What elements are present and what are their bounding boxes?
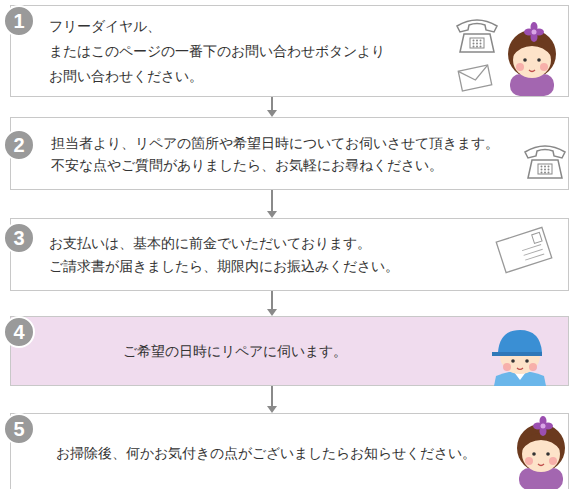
step-number: 2 xyxy=(13,135,24,155)
postcard-icon xyxy=(496,227,552,272)
step-box: 4 ご希望の日時にリペアに伺います。 xyxy=(10,316,569,386)
step-number-circle: 5 xyxy=(3,413,35,445)
girl-illustration xyxy=(508,22,556,96)
step-number-circle: 2 xyxy=(3,129,35,161)
step-text: 担当者より、リペアの箇所や希望日時についてお伺いさせて頂きます。 不安な点やご質… xyxy=(51,132,531,176)
step-text: お支払いは、基本的に前金でいただいております。 ご請求書が届きましたら、期限内に… xyxy=(49,232,439,278)
step-number-circle: 1 xyxy=(3,5,35,37)
envelope-icon xyxy=(458,65,492,91)
step-number-circle: 4 xyxy=(3,316,35,348)
step-box: 3 お支払いは、基本的に前金でいただいております。 ご請求書が届きましたら、期限内… xyxy=(10,218,569,291)
phone-icon xyxy=(457,20,497,52)
girl-illustration xyxy=(517,416,565,489)
flow-arrow xyxy=(267,386,277,413)
step-number: 3 xyxy=(13,228,24,248)
step-text: ご希望の日時にリペアに伺います。 xyxy=(123,340,347,363)
step-box: 1 フリーダイヤル、 またはこのページの一番下のお問い合わせボタンより お問い合わ… xyxy=(10,5,569,97)
step-number-circle: 3 xyxy=(3,222,35,254)
boy-illustration xyxy=(492,330,546,386)
step-text: お掃除後、何かお気付きの点がございましたらお知らせください。 xyxy=(56,442,476,465)
step-number: 4 xyxy=(13,322,24,342)
step-number: 5 xyxy=(13,419,24,439)
flow-arrow xyxy=(267,97,277,117)
flow-arrow xyxy=(267,190,277,218)
flow-arrow xyxy=(267,291,277,316)
step-box: 2 担当者より、リペアの箇所や希望日時についてお伺いさせて頂きます。 不安な点やご… xyxy=(10,117,569,190)
step-box: 5 お掃除後、何かお気付きの点がございましたらお知らせください。 xyxy=(10,413,569,489)
phone-icon xyxy=(525,146,565,178)
step-number: 1 xyxy=(13,11,24,31)
step-text: フリーダイヤル、 またはこのページの一番下のお問い合わせボタンより お問い合わせ… xyxy=(49,14,429,89)
